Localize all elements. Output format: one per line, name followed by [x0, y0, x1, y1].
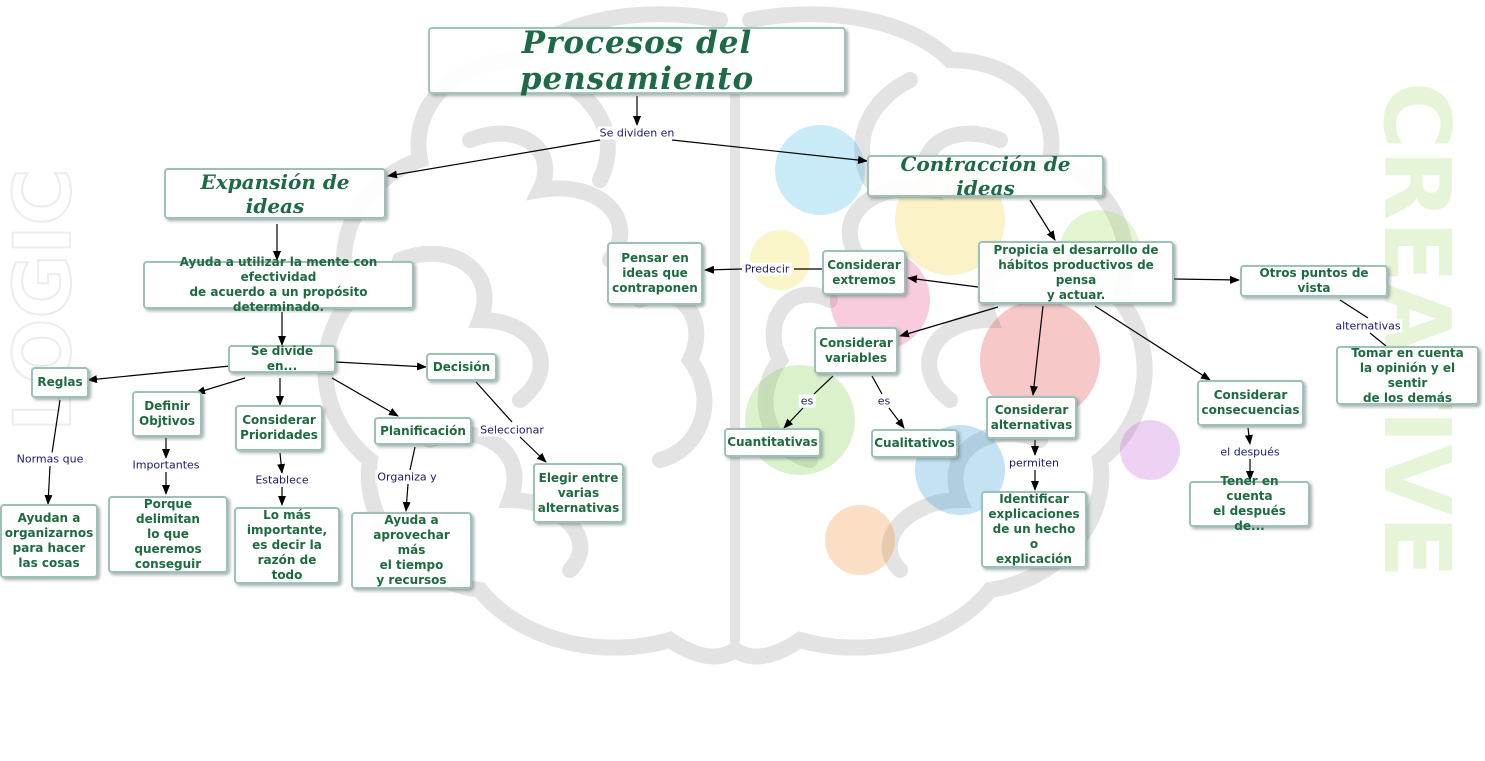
reglas-detail-node[interactable]: Ayudan a organizarnos para hacer las cos…: [0, 504, 98, 578]
se-divide-node[interactable]: Se divide en...: [228, 344, 336, 373]
variables-node[interactable]: Considerar variables: [814, 327, 898, 374]
label-normas-que: Normas que: [14, 452, 86, 466]
definir-objetivos-node[interactable]: Definir Objtivos: [132, 391, 202, 437]
label-se-dividen-en: Se dividen en: [597, 126, 677, 140]
label-organiza-y: Organiza y: [375, 470, 439, 484]
label-predecir: Predecir: [742, 262, 792, 276]
identificar-node[interactable]: Identificar explicaciones de un hecho o …: [981, 491, 1087, 568]
prioridades-detail-node[interactable]: Lo más importante, es decir la razón de …: [234, 507, 340, 584]
planificacion-node[interactable]: Planificación: [374, 417, 472, 445]
pensar-node[interactable]: Pensar en ideas que contraponen: [607, 242, 703, 305]
label-permiten: permiten: [1007, 456, 1061, 470]
prioridades-node[interactable]: Considerar Prioridades: [235, 405, 323, 451]
cuantitativas-node[interactable]: Cuantitativas: [724, 428, 821, 457]
main-title-node[interactable]: Procesos del pensamiento: [428, 25, 846, 97]
otros-node[interactable]: Otros puntos de vista: [1240, 265, 1388, 297]
extremos-node[interactable]: Considerar extremos: [822, 250, 906, 295]
tomar-node[interactable]: Tomar en cuenta la opinión y el sentir d…: [1336, 346, 1479, 405]
propicia-node[interactable]: Propicia el desarrollo de hábitos produc…: [978, 241, 1174, 304]
contraccion-title-node[interactable]: Contracción de ideas: [867, 152, 1104, 200]
decision-detail-node[interactable]: Elegir entre varias alternativas: [533, 463, 624, 523]
planificacion-detail-node[interactable]: Ayuda a aprovechar más el tiempo y recur…: [351, 512, 472, 589]
expansion-ayuda-node[interactable]: Ayuda a utilizar la mente con efectivida…: [143, 255, 414, 314]
expansion-title-node[interactable]: Expansión de ideas: [164, 168, 386, 219]
label-importantes: Importantes: [130, 458, 202, 472]
definir-detail-node[interactable]: Porque delimitan lo que queremos consegu…: [108, 496, 228, 573]
alternativas-node[interactable]: Considerar alternativas: [986, 396, 1077, 439]
label-el-despues: el después: [1218, 445, 1282, 459]
label-es-right: es: [875, 394, 893, 408]
consecuencias-node[interactable]: Considerar consecuencias: [1197, 380, 1304, 426]
tener-node[interactable]: Tener en cuenta el después de...: [1189, 474, 1310, 533]
cualitativos-node[interactable]: Cualitativos: [871, 429, 958, 458]
label-seleccionar: Seleccionar: [478, 423, 546, 437]
reglas-node[interactable]: Reglas: [31, 367, 89, 398]
label-establece: Establece: [253, 473, 311, 487]
label-alternativas: alternativas: [1333, 319, 1403, 333]
label-es-left: es: [798, 394, 816, 408]
decision-node[interactable]: Decisión: [426, 353, 497, 381]
